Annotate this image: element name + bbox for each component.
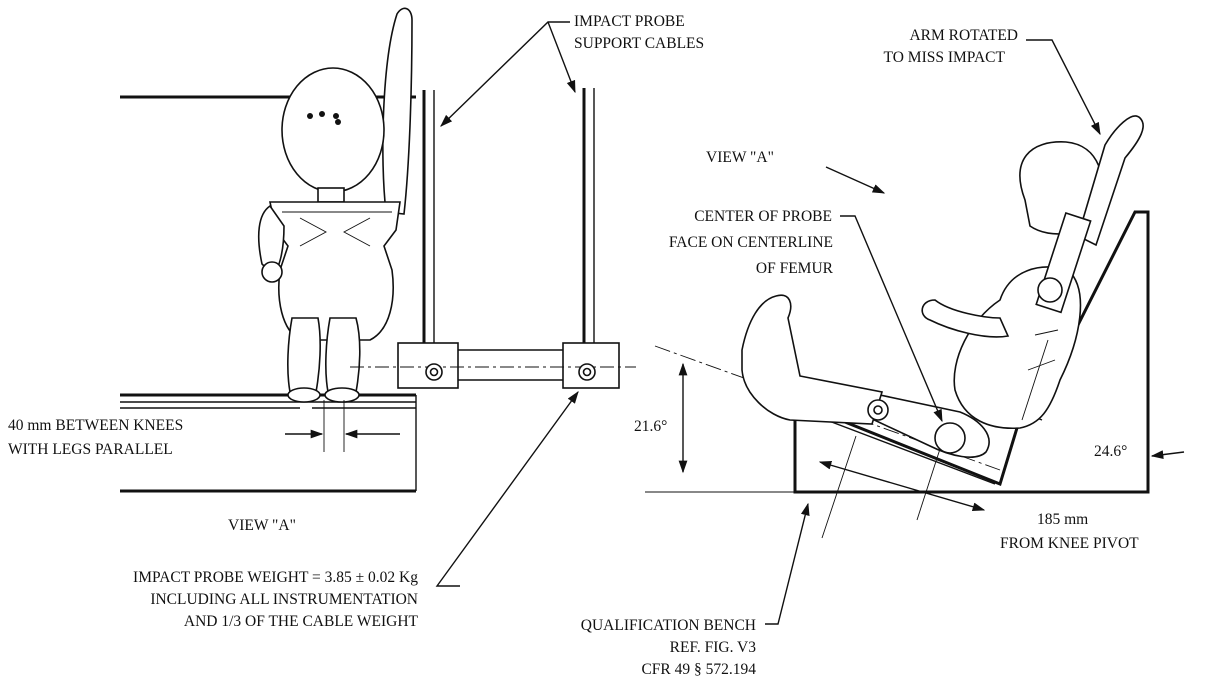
dummy-raised-arm-side [1077, 115, 1144, 247]
label-center-probe-3: OF FEMUR [756, 260, 834, 277]
label-angle-back: 24.6° [1094, 443, 1127, 460]
label-weight-3: AND 1/3 OF THE CABLE WEIGHT [184, 613, 419, 630]
child-dummy-side [741, 115, 1144, 458]
label-view-a-caption: VIEW "A" [228, 517, 296, 534]
dummy-shin [741, 294, 884, 425]
label-arm-rotated-2: TO MISS IMPACT [884, 49, 1006, 66]
dummy-head [281, 67, 385, 193]
right-leg [325, 317, 361, 393]
child-dummy-front [257, 7, 413, 403]
label-distance-1: 185 mm [1037, 511, 1088, 528]
label-bench-2: REF. FIG. V3 [670, 639, 757, 656]
side-view [645, 39, 1185, 625]
raised-arm [382, 7, 413, 215]
label-center-probe-2: FACE ON CENTERLINE [669, 234, 833, 251]
front-view [120, 7, 636, 587]
label-weight-1: IMPACT PROBE WEIGHT = 3.85 ± 0.02 Kg [133, 569, 418, 586]
label-angle-bench: 21.6° [634, 418, 667, 435]
label-bench-3: CFR 49 § 572.194 [641, 661, 756, 678]
labels: IMPACT PROBE SUPPORT CABLES ARM ROTATED … [8, 13, 1139, 678]
probe-face [934, 422, 966, 454]
impact-probe-assembly [350, 88, 636, 389]
left-leg [287, 317, 321, 393]
label-distance-2: FROM KNEE PIVOT [1000, 535, 1139, 552]
probe-block-1 [397, 342, 459, 389]
label-support-cables-2: SUPPORT CABLES [574, 35, 704, 52]
knee-spacing-dimension [285, 400, 400, 452]
label-view-a-arrow: VIEW "A" [706, 149, 774, 166]
label-arm-rotated-1: ARM ROTATED [909, 27, 1018, 44]
label-support-cables-1: IMPACT PROBE [574, 13, 685, 30]
label-bench-1: QUALIFICATION BENCH [581, 617, 756, 634]
dummy-torso [269, 201, 401, 341]
label-weight-2: INCLUDING ALL INSTRUMENTATION [150, 591, 418, 608]
label-knees-1: 40 mm BETWEEN KNEES [8, 417, 183, 434]
label-knees-2: WITH LEGS PARALLEL [8, 441, 173, 458]
dummy-lower-arm [921, 299, 1010, 338]
label-center-probe-1: CENTER OF PROBE [694, 208, 832, 225]
